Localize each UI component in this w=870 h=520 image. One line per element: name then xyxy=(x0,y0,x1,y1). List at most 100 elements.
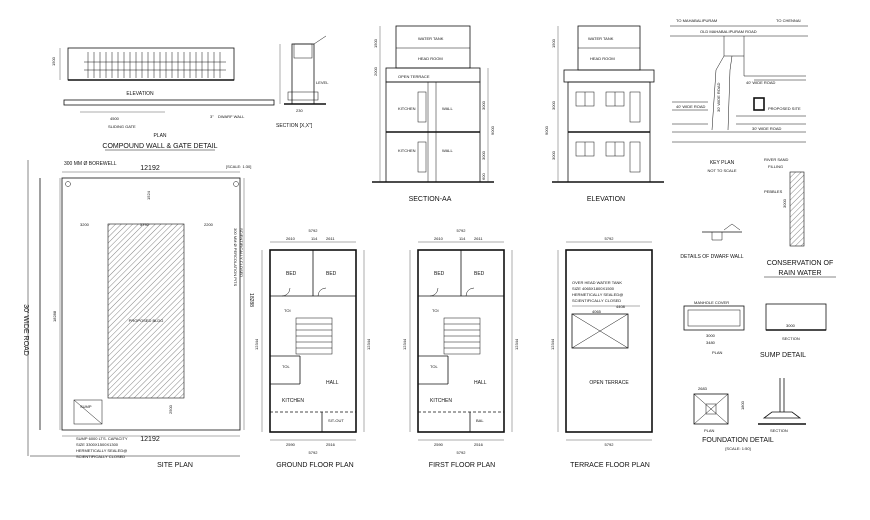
elevation-water-tank-label: WATER TANK xyxy=(588,36,614,41)
terrace-dim-left: 12344 xyxy=(550,338,555,350)
road-30-bottom-label: 30' WIDE ROAD xyxy=(752,126,782,131)
first-toi: TOI xyxy=(432,308,439,313)
section-kitchen-label-upper: KITCHEN xyxy=(398,106,416,111)
wall-section xyxy=(279,35,327,105)
gate-elevation-frame xyxy=(67,47,235,81)
rain-water-title: RAIN WATER xyxy=(778,270,821,277)
first-hall: HALL xyxy=(474,380,487,386)
ground-dim-top-2: 114 xyxy=(311,236,318,241)
road-40-top-label: 40' WIDE ROAD xyxy=(746,80,776,85)
to-mahabalipuram-label: TO MAHABALIPURAM xyxy=(676,18,717,23)
foundation-dim-2683: 2683 xyxy=(698,386,708,391)
rain-water-pit: RIVER SAND FILLING PEBBLES 3000 CONSERVA… xyxy=(764,157,836,278)
proposed-site-label: PROPOSED SITE xyxy=(768,106,801,111)
site-sump-box xyxy=(73,399,103,425)
terrace-parapet xyxy=(565,249,653,433)
site-boundary xyxy=(61,177,241,431)
site-dim-5792: 5792 xyxy=(140,222,150,227)
terrace-dim-4408: 4408 xyxy=(616,304,626,309)
sump-section-box xyxy=(765,303,827,331)
sump-dim-3480: 3480 xyxy=(706,340,716,345)
ground-hall: HALL xyxy=(326,380,339,386)
compound-dim-1500: 1500 xyxy=(51,56,56,66)
filling-label: FILLING xyxy=(768,164,783,169)
sump-dim-3000b: 3000 xyxy=(786,323,796,328)
terrace-tank-note-2: SIZE 4065X1800X1500 xyxy=(572,286,615,291)
section-dim-1500: 1500 xyxy=(373,38,378,48)
site-width-bottom: 12192 xyxy=(140,436,160,443)
sump-dim-3000: 3000 xyxy=(706,333,716,338)
foundation-plan-label: PLAN xyxy=(704,428,715,433)
ground-toi: TOI xyxy=(284,308,291,313)
terrace-tank-note-4: SCIENTIFICALLY CLOSED xyxy=(572,298,621,303)
compound-wall-detail: 1500 ELEVATION 4500 SLIDING GATE 3" DWAR… xyxy=(51,35,329,151)
sump-detail: MANHOLE COVER 3000 3480 PLAN 3000 SECTIO… xyxy=(683,300,827,359)
sliding-gate-label: SLIDING GATE xyxy=(108,124,136,129)
terrace-water-tank xyxy=(571,313,629,349)
first-dim-top-2: 114 xyxy=(459,236,466,241)
ground-dim-top-3: 2611 xyxy=(326,236,335,241)
not-to-scale-label: NOT TO SCALE xyxy=(707,168,736,173)
site-width-top: 12192 xyxy=(140,165,160,172)
section-dim-3000-a: 3000 xyxy=(481,100,486,110)
site-depth-right: 18288 xyxy=(248,293,254,307)
sump-plan-label: PLAN xyxy=(712,350,723,355)
ground-dim-bottom-1: 2590 xyxy=(286,442,296,447)
first-floor-title: FIRST FLOOR PLAN xyxy=(429,462,495,469)
ground-bed-2: BED xyxy=(326,271,337,277)
river-sand-label: RIVER SAND xyxy=(764,157,789,162)
first-dim-top-1: 2610 xyxy=(434,236,444,241)
compound-plan-label: PLAN xyxy=(153,133,166,139)
compound-dim-230: 230 xyxy=(296,108,303,113)
first-floor-plan-drawing: 5792 2610 114 2611 BED BED TOI TOL HALL … xyxy=(402,228,519,469)
compound-dim-4500: 4500 xyxy=(110,116,120,121)
road-40-left-label: 40' WIDE ROAD xyxy=(676,104,706,109)
site-note-2: SIZE 3300X1500X1300 xyxy=(76,442,119,447)
foundation-scale: [SCALE: 1:50] xyxy=(725,446,750,451)
percolation-label-2: SCIENTIFICALLY CLOSED xyxy=(239,228,244,277)
site-sump-label: SUMP xyxy=(80,404,92,409)
elevation-windows xyxy=(575,91,641,173)
dwarf-wall-detail: DETAILS OF DWARF WALL xyxy=(680,223,744,260)
section-head-room-label: HEAD ROOM xyxy=(418,56,443,61)
terrace-floor-title: TERRACE FLOOR PLAN xyxy=(570,462,650,469)
pebbles-label: PEBBLES xyxy=(764,189,783,194)
section-dim-3000-b: 3000 xyxy=(481,150,486,160)
terrace-open-label: OPEN TERRACE xyxy=(589,380,629,386)
section-water-tank-box xyxy=(395,25,471,69)
section-kitchen-label-lower: KITCHEN xyxy=(398,148,416,153)
terrace-dim-top: 5792 xyxy=(605,236,615,241)
site-scale-label: [SCALE: 1:30] xyxy=(226,164,251,169)
foundation-detail: 2683 PLAN 1800 SECTION FOUNDATION DETAIL… xyxy=(693,378,806,451)
ground-floor-plan-drawing: 5792 2610 114 2611 BED BED TOI TOL HALL … xyxy=(254,228,371,469)
site-dim-2200: 2200 xyxy=(204,222,214,227)
sump-detail-title: SUMP DETAIL xyxy=(760,352,806,359)
ground-dim-bottom-2: 2516 xyxy=(326,442,336,447)
elevation-title: ELEVATION xyxy=(587,196,625,203)
first-dim-top-3: 2611 xyxy=(474,236,483,241)
section-open-terrace-label: OPEN TERRACE xyxy=(398,74,430,79)
compound-plan-wall xyxy=(63,99,275,106)
site-plan-title: SITE PLAN xyxy=(157,462,193,469)
first-dim-left: 12344 xyxy=(402,338,407,350)
terrace-dim-bottom: 5792 xyxy=(605,442,615,447)
old-road-label: OLD MAHABALIPURAM ROAD xyxy=(700,29,757,34)
site-road-label: 30' WIDE ROAD xyxy=(22,304,29,356)
to-chennai-label: TO CHENNAI xyxy=(776,18,801,23)
ground-tol: TOL xyxy=(282,364,290,369)
first-dim-bottom-2: 2516 xyxy=(474,442,484,447)
first-tol: TOL xyxy=(430,364,438,369)
terrace-floor-plan-drawing: 5792 OVER HEAD WATER TANK SIZE 4065X1800… xyxy=(550,236,653,469)
borewell-marker xyxy=(65,181,71,187)
section-aa-drawing: WATER TANK HEAD ROOM OPEN TERRACE KITCHE… xyxy=(372,25,495,203)
first-bal: BAL xyxy=(476,418,484,423)
first-bed-2: BED xyxy=(474,271,485,277)
rain-pit-section xyxy=(789,171,805,247)
elevation-dim-9000: 9000 xyxy=(544,125,549,135)
foundation-dim-1800: 1800 xyxy=(740,400,745,410)
terrace-tank-note-1: OVER HEAD WATER TANK xyxy=(572,280,622,285)
road-30-label: 30' WIDE ROAD xyxy=(716,82,721,112)
sump-section-label: SECTION xyxy=(782,336,800,341)
percolation-pit-marker xyxy=(233,181,239,187)
